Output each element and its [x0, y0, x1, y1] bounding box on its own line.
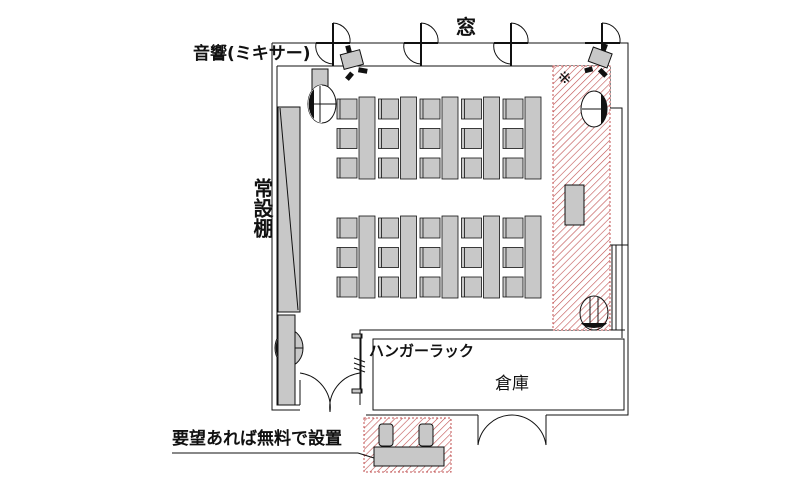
speaker-icon — [579, 295, 609, 331]
chair — [419, 128, 441, 149]
table — [441, 215, 459, 299]
entrance-door — [299, 372, 361, 413]
projector-icon — [339, 44, 368, 81]
table — [483, 215, 500, 299]
chair — [378, 247, 399, 268]
chair — [378, 128, 399, 149]
chair — [461, 217, 482, 239]
audio-mixer-label: 音響(ミキサー) — [193, 44, 311, 64]
chair — [419, 276, 441, 298]
lectern — [564, 184, 585, 226]
chair — [336, 157, 358, 179]
hanger-rack — [351, 333, 366, 394]
speaker-icon — [580, 90, 608, 128]
chair — [378, 157, 399, 179]
room-walls — [271, 42, 629, 445]
hanger-rack-label: ハンガーラック — [369, 342, 475, 360]
chair — [336, 276, 358, 298]
table — [441, 96, 459, 180]
seating-area — [336, 96, 542, 299]
optional-install-label: 要望あれば無料で設置 — [172, 429, 342, 449]
chair — [461, 98, 482, 120]
permanent-shelf-label: 常設棚 — [250, 178, 274, 238]
table — [524, 96, 542, 180]
window-2 — [403, 22, 439, 66]
chair — [336, 217, 358, 239]
chair — [336, 247, 358, 268]
chair — [502, 217, 524, 239]
table — [400, 215, 417, 299]
projector-icon — [584, 43, 613, 78]
window-label: 窓 — [456, 15, 476, 39]
chair — [419, 247, 441, 268]
chair — [502, 276, 524, 298]
note-mark: ※ — [558, 68, 572, 87]
chair — [461, 247, 482, 268]
window-3 — [493, 22, 529, 66]
optional-install-area — [172, 417, 452, 473]
chair — [336, 98, 358, 120]
permanent-shelf — [277, 106, 301, 406]
window-1 — [315, 22, 351, 66]
chair — [461, 128, 482, 149]
chair — [419, 157, 441, 179]
chair — [461, 276, 482, 298]
chair — [336, 128, 358, 149]
chair — [378, 217, 399, 239]
chair — [502, 98, 524, 120]
storage-room — [372, 338, 625, 446]
chair — [419, 217, 441, 239]
speaker-icon — [307, 84, 337, 124]
chair — [502, 247, 524, 268]
table — [483, 96, 500, 180]
storage-label: 倉庫 — [495, 374, 529, 394]
table — [524, 215, 542, 299]
chair — [378, 276, 399, 298]
chair — [502, 128, 524, 149]
windows — [315, 22, 621, 66]
chair — [419, 98, 441, 120]
chair — [502, 157, 524, 179]
chair — [378, 98, 399, 120]
window-4 — [585, 22, 621, 50]
table — [400, 96, 417, 180]
table — [358, 215, 376, 299]
chair — [461, 157, 482, 179]
table — [358, 96, 376, 180]
